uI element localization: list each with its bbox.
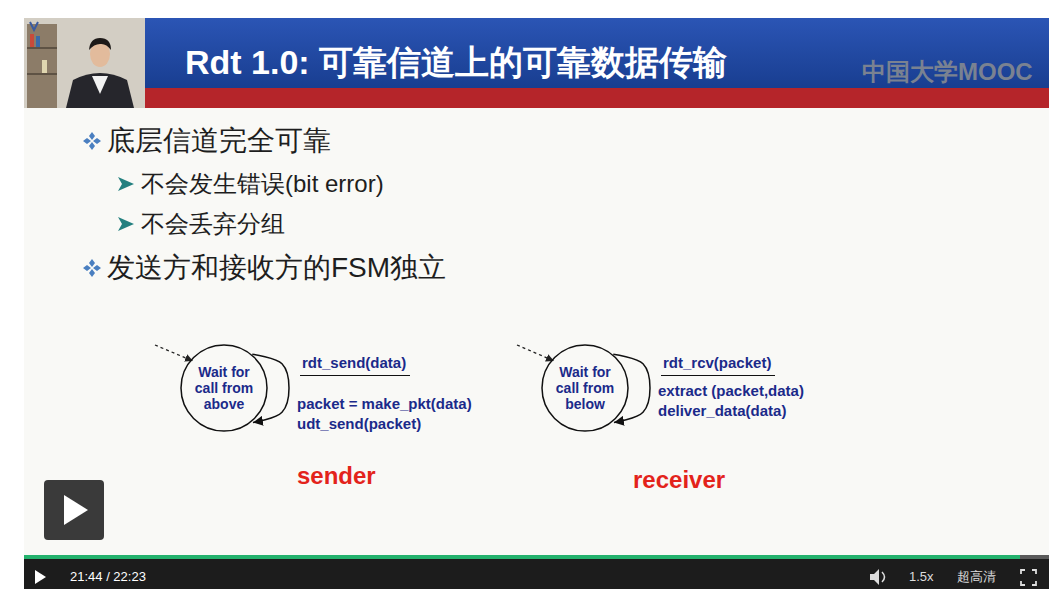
transition-arrow [252, 354, 289, 422]
slide-title: Rdt 1.0: 可靠信道上的可靠数据传输 [185, 42, 727, 83]
action-text: udt_send(packet) [297, 415, 421, 433]
progress-fill [24, 555, 1020, 559]
time-display: 21:44 / 22:23 [70, 569, 146, 585]
sub-bullet-arrow [118, 177, 134, 191]
transition-event: rdt_rcv(packet) [661, 354, 775, 376]
volume-icon [870, 569, 879, 585]
play-icon [35, 570, 46, 584]
play-triangle [64, 495, 88, 525]
bullet-diamonds [83, 259, 101, 277]
fsm-caption: sender [297, 462, 376, 491]
progress-track [24, 555, 1049, 559]
bullet-text: 发送方和接收方的FSM独立 [107, 251, 446, 285]
speed-control: 1.5x [909, 569, 934, 585]
slide-body [24, 108, 1049, 558]
book [30, 34, 34, 47]
sub-bullet-text: 不会丢弃分组 [141, 210, 285, 239]
school-logo [30, 22, 38, 30]
bullet-diamonds [83, 132, 101, 150]
state-text-box: Wait for call from below [552, 364, 618, 412]
teacher-shirt [92, 76, 108, 94]
state-circle: Wait for call from below [541, 344, 629, 432]
action-text: extract (packet,data) [658, 382, 804, 400]
watermark: 中国大学MOOC [862, 58, 1033, 87]
transition-arrow [613, 354, 650, 422]
fsm-caption: receiver [633, 466, 725, 495]
quality-control: 超高清 [957, 569, 996, 585]
fullscreen-icon [1021, 570, 1036, 585]
action-text: packet = make_pkt(data) [297, 395, 472, 413]
shelf-line [27, 73, 57, 75]
state-text-box: Wait for call from above [191, 364, 257, 412]
big-play-button [44, 480, 104, 540]
state-circle: Wait for call from above [180, 344, 268, 432]
state-label: Wait for call from below [552, 364, 618, 412]
sub-bullet-text: 不会发生错误(bit error) [141, 170, 384, 199]
bookshelf [27, 24, 57, 108]
shelf-line [27, 47, 57, 49]
initial-state-arrow [155, 345, 193, 361]
title-stripe [145, 88, 1049, 108]
teacher-suit [66, 73, 134, 108]
teacher-photo [24, 18, 145, 108]
bullet-diamond [83, 259, 101, 277]
photo-ground [24, 18, 145, 108]
state-circle-outline [542, 345, 628, 431]
play-button-ground [44, 480, 104, 540]
bullet-diamond [83, 132, 101, 150]
state-label: Wait for call from above [191, 364, 257, 412]
volume-wave [882, 572, 885, 582]
teacher-hair [89, 38, 111, 50]
initial-state-arrow [517, 345, 554, 361]
book [42, 60, 47, 73]
action-text: deliver_data(data) [658, 402, 786, 420]
transition-event: rdt_send(data) [300, 354, 410, 376]
player-bar [24, 555, 1049, 589]
state-circle-outline [181, 345, 267, 431]
control-bar [24, 558, 1049, 589]
title-banner [145, 18, 1049, 90]
book [36, 36, 40, 47]
sub-bullet-arrow [118, 217, 134, 231]
bullet-text: 底层信道完全可靠 [107, 124, 331, 158]
